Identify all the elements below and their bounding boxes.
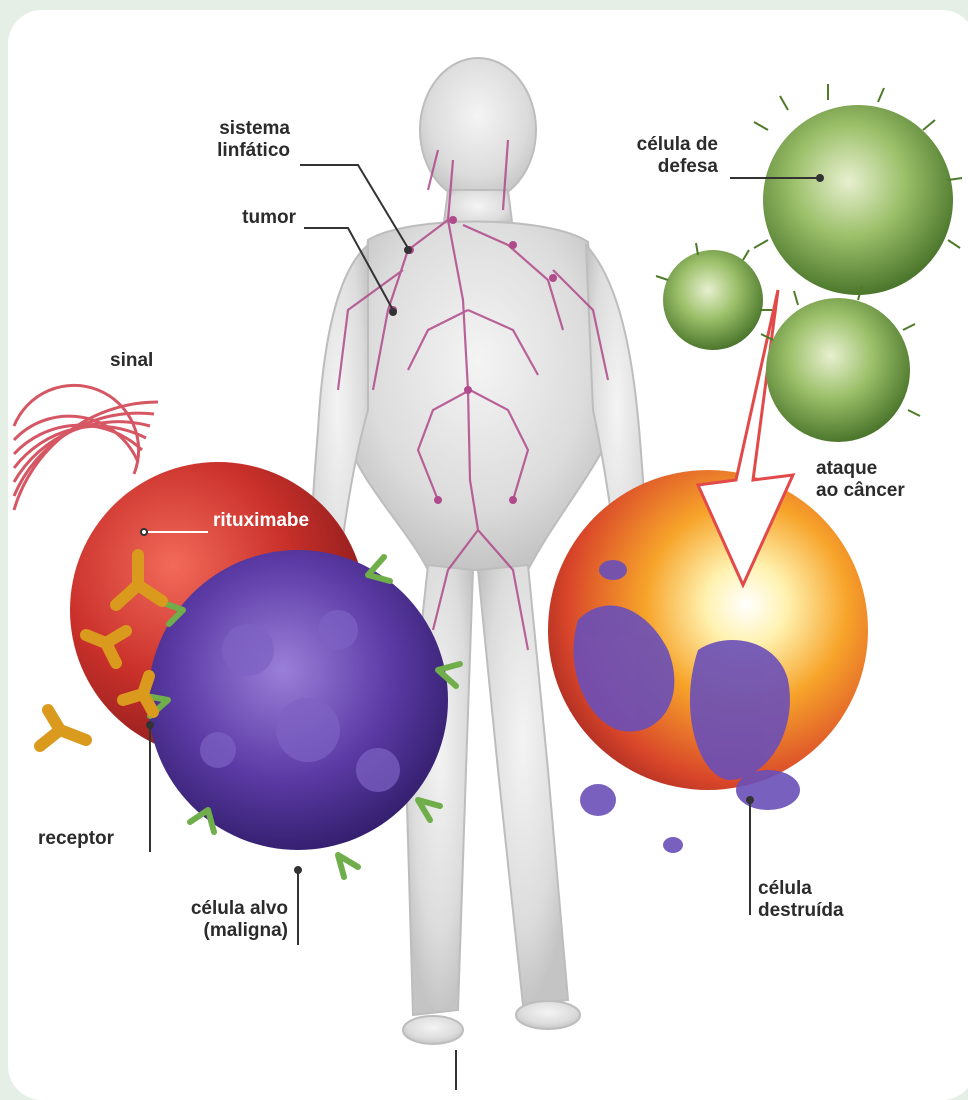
illustration — [8, 10, 968, 1094]
label-tumor: tumor — [198, 207, 296, 229]
label-rituximabe: rituximabe — [213, 510, 309, 532]
label-ataque: ataque ao câncer — [816, 458, 905, 502]
label-celula-alvo: célula alvo (maligna) — [158, 898, 288, 942]
label-celula-defesa: célula de defesa — [608, 134, 718, 178]
diagram-card: sistema linfático tumor sinal rituximabe… — [8, 10, 968, 1100]
label-celula-destruida: célula destruída — [758, 878, 844, 922]
label-sinal: sinal — [110, 350, 153, 372]
label-sistema-linfatico: sistema linfático — [178, 118, 290, 162]
label-receptor: receptor — [38, 828, 114, 850]
